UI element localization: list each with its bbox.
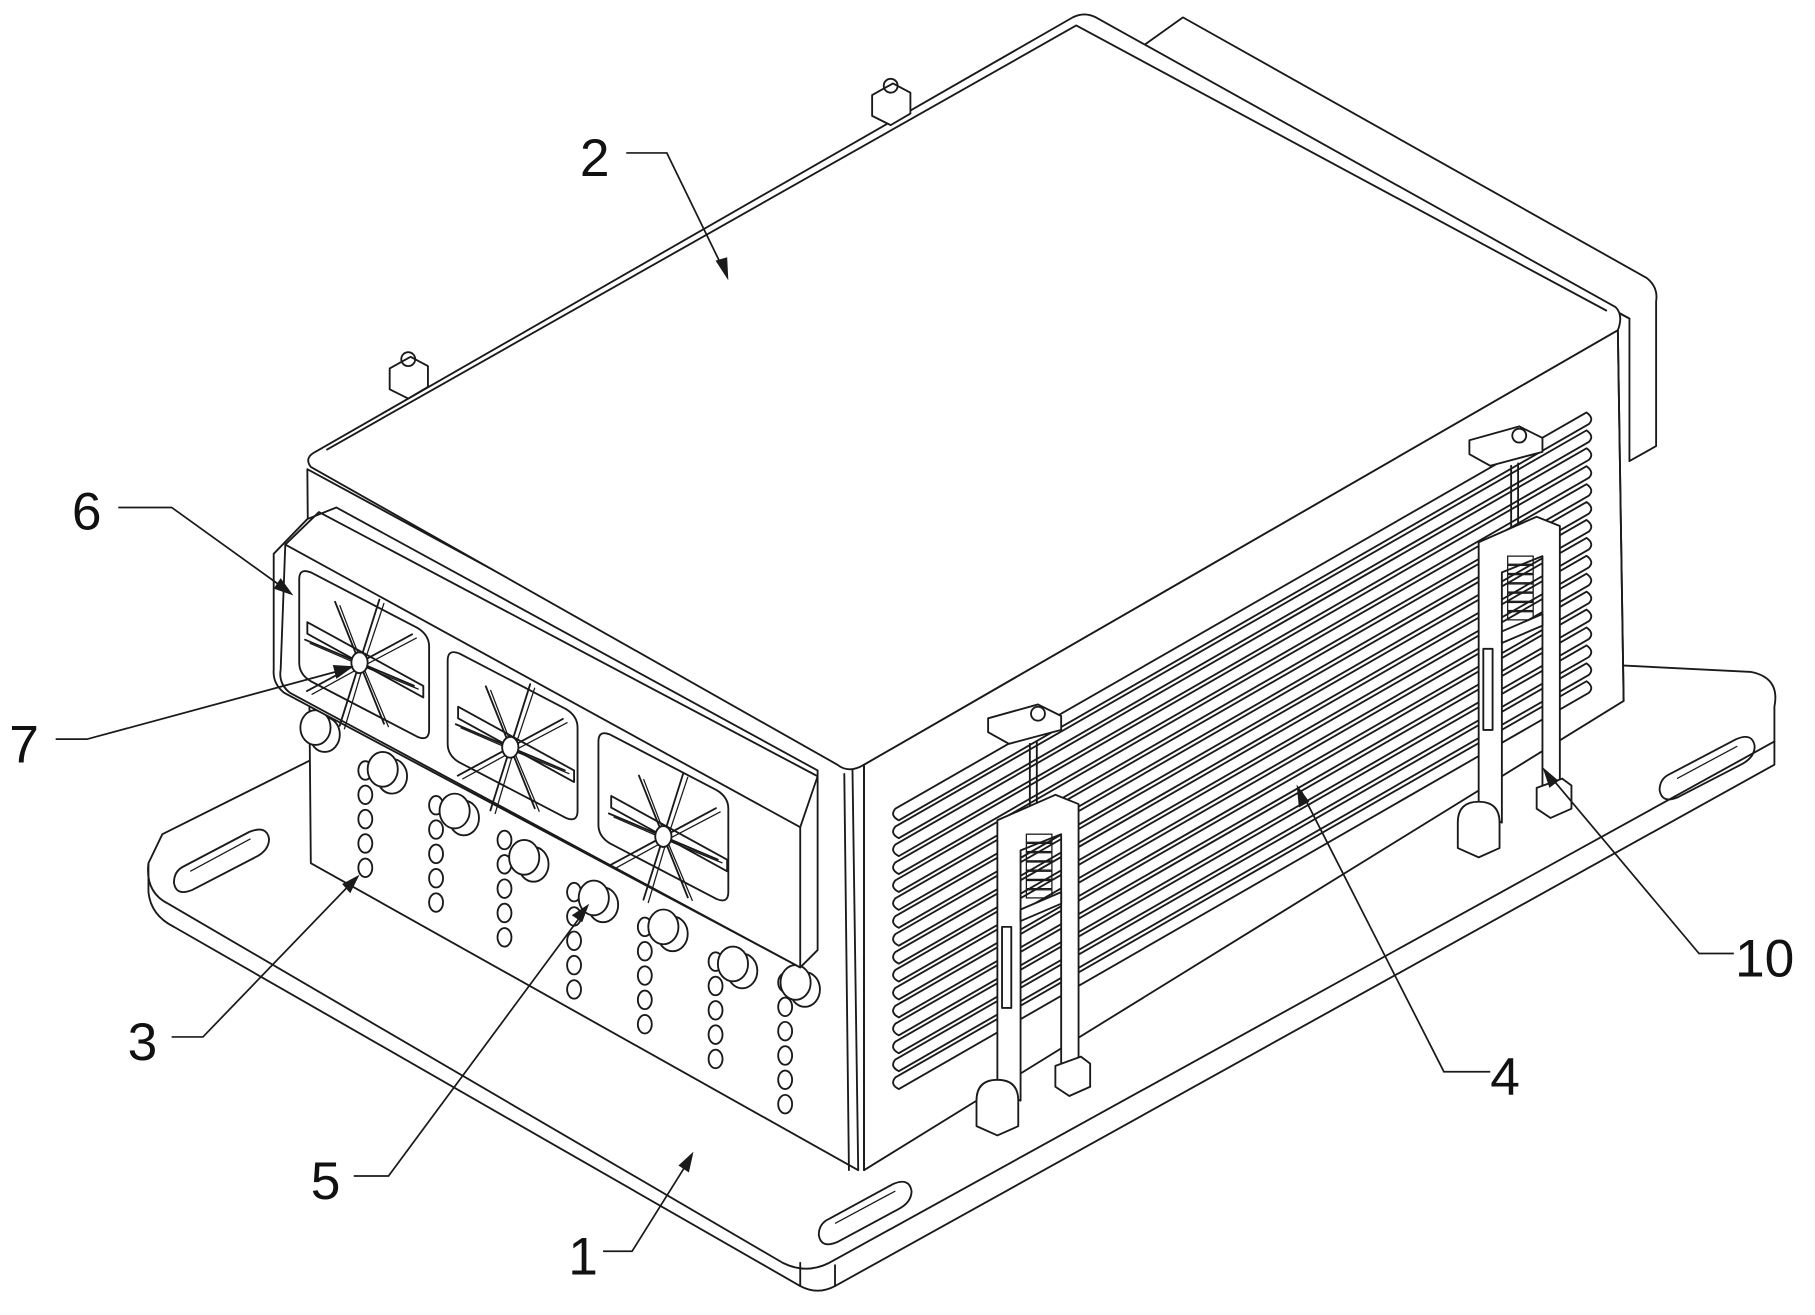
fan-hub	[654, 825, 673, 848]
vent-hole	[357, 857, 374, 878]
louvre-slot	[892, 465, 1593, 875]
latch-clamps	[975, 425, 1573, 1137]
vent-hole	[496, 902, 513, 924]
vent-hole	[707, 1024, 724, 1045]
louvre-slot	[892, 501, 1593, 911]
louvre-slot	[892, 608, 1593, 1019]
louvre-slot	[892, 626, 1593, 1037]
louvre-slot	[892, 411, 1593, 822]
vent-hole	[428, 868, 444, 889]
vent-hole	[636, 989, 653, 1011]
vent-hole	[707, 1000, 724, 1021]
louvre-slot	[892, 519, 1593, 929]
callout-label-4: 4	[1490, 1048, 1520, 1107]
base-slot	[1658, 735, 1756, 801]
front-vent-holes	[357, 760, 794, 1115]
fans	[298, 570, 730, 904]
vent-hole	[777, 1045, 794, 1066]
vent-hole	[707, 975, 724, 997]
roller	[366, 750, 408, 795]
fan	[298, 570, 431, 740]
roller	[508, 839, 550, 883]
louvre-slot	[892, 554, 1593, 965]
fan-hub	[350, 651, 369, 675]
vent-hole	[496, 878, 513, 899]
side-louvres	[892, 411, 1593, 1091]
vent-hole	[777, 996, 794, 1018]
vent-hole	[707, 1048, 724, 1070]
vent-hole	[636, 941, 653, 962]
louvre-slot	[892, 572, 1593, 983]
vent-hole	[428, 892, 444, 913]
louvre-slot	[892, 447, 1593, 858]
vent-hole	[566, 979, 582, 1000]
top-hook	[871, 77, 912, 127]
vent-hole	[357, 808, 374, 830]
callout-label-6: 6	[72, 482, 102, 541]
callout-labels: 2 6 7 3 5 1 4 10	[9, 129, 1794, 1286]
vent-hole	[566, 954, 582, 976]
vent-hole	[357, 833, 374, 854]
callout-label-10: 10	[1735, 930, 1794, 989]
base-slot	[173, 828, 270, 894]
fan	[597, 732, 730, 904]
vent-hole	[496, 829, 513, 851]
vent-hole	[428, 843, 444, 865]
fan	[446, 651, 579, 821]
louvre-slot	[892, 429, 1593, 840]
callout-label-5: 5	[311, 1152, 341, 1211]
fan-hub	[501, 735, 520, 759]
vent-hole	[777, 1069, 794, 1091]
louvre-slot	[892, 590, 1593, 1001]
vent-hole	[636, 1013, 653, 1035]
base-slot	[817, 1180, 913, 1246]
dust-filter-rollers	[299, 709, 821, 1008]
top-hook	[388, 351, 429, 400]
louvre-slot	[892, 644, 1593, 1055]
roller	[438, 792, 480, 837]
latch-clamp	[1456, 425, 1573, 859]
roller	[647, 908, 689, 953]
callout-label-7: 7	[9, 715, 39, 774]
callout-leaders	[55, 152, 1734, 1253]
louvre-slot	[892, 662, 1593, 1073]
louvre-slot	[892, 680, 1593, 1091]
callout-label-3: 3	[128, 1013, 158, 1072]
vent-hole	[357, 784, 374, 805]
vent-hole	[566, 930, 582, 951]
vent-hole	[777, 1093, 794, 1115]
callout-label-1: 1	[568, 1227, 598, 1286]
callout-label-2: 2	[580, 129, 610, 188]
vent-hole	[636, 965, 653, 986]
louvre-slot	[892, 536, 1593, 947]
vent-hole	[496, 927, 513, 948]
roller	[716, 945, 759, 990]
vent-hole	[777, 1020, 794, 1042]
latch-clamp	[975, 703, 1092, 1137]
vent-hole	[428, 819, 444, 840]
louvre-slot	[892, 483, 1593, 893]
roller	[299, 709, 341, 753]
